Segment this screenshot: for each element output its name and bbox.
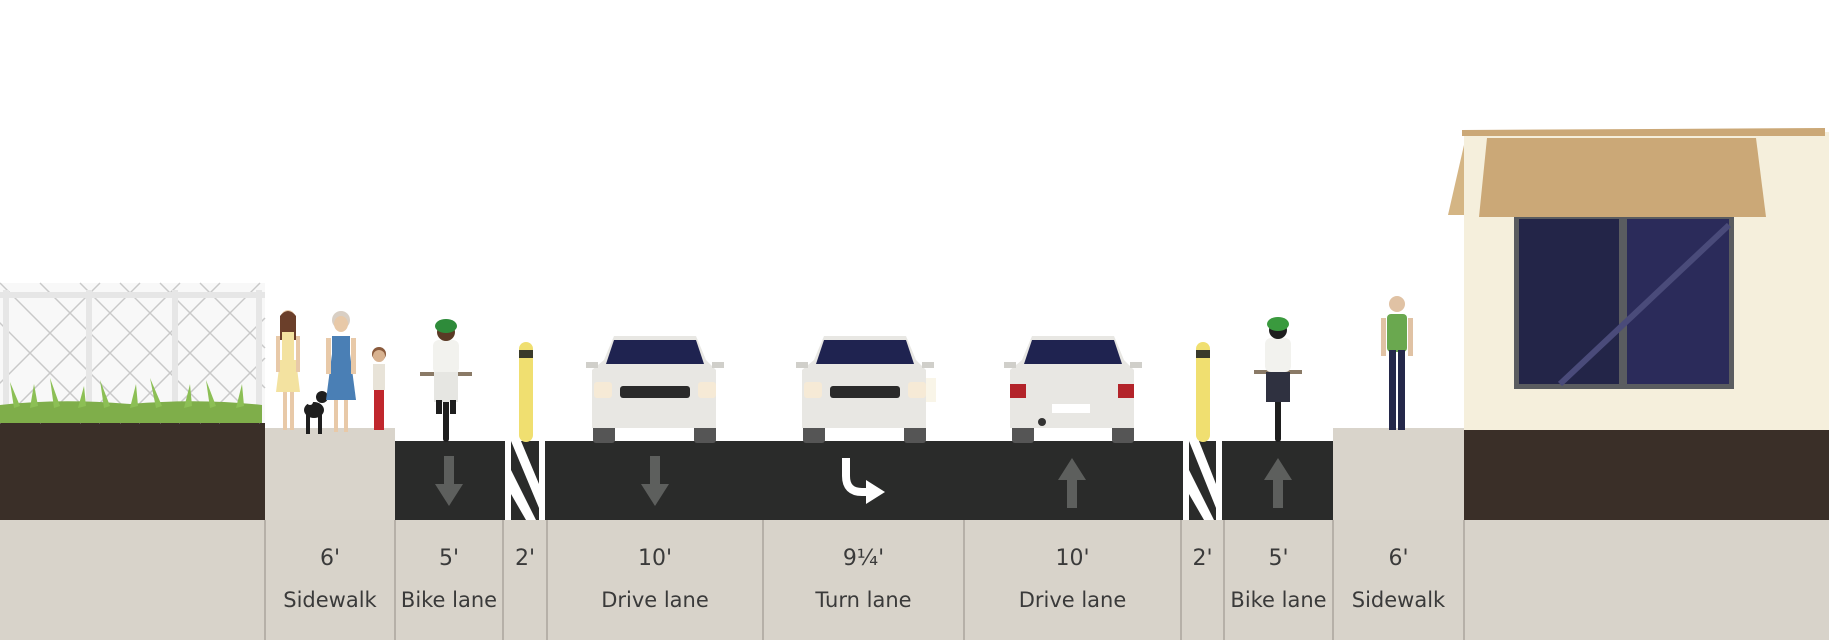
segment-labels: 6' Sidewalk 5' Bike lane 2' 10' Drive la…	[0, 520, 1829, 640]
left-buffer-stripes	[503, 441, 547, 520]
left-soil	[0, 423, 265, 520]
car-turn-lane	[796, 336, 936, 443]
segment-name: Sidewalk	[283, 588, 377, 612]
pedestrian-woman	[276, 310, 300, 430]
dog	[304, 391, 328, 434]
segment-label-right-buffer: 2'	[1181, 520, 1224, 640]
segment-label-left-drive-lane: 10' Drive lane	[547, 520, 763, 640]
left-sidewalk-surface	[265, 428, 395, 520]
segment-label-right-sidewalk: 6' Sidewalk	[1333, 520, 1464, 640]
right-sidewalk-surface	[1333, 428, 1464, 520]
down-arrow-icon	[641, 456, 669, 506]
segment-name: Bike lane	[1230, 588, 1327, 612]
segment-width: 10'	[1055, 546, 1090, 571]
segment-label-right-bike-lane: 5' Bike lane	[1224, 520, 1333, 640]
segment-name: Sidewalk	[1351, 588, 1446, 612]
pedestrian-man	[1381, 296, 1413, 430]
segment-name: Drive lane	[1018, 588, 1127, 612]
segment-label-turn-lane: 9¼' Turn lane	[763, 520, 964, 640]
building	[1448, 128, 1829, 520]
turn-right-arrow-icon	[842, 458, 885, 504]
right-buffer-stripes	[1181, 441, 1224, 520]
pedestrian-older-woman	[326, 311, 356, 432]
segment-dividers	[264, 520, 1465, 640]
ground-band	[0, 520, 1829, 640]
garden-plants	[0, 378, 262, 423]
cyclist-left	[420, 319, 472, 442]
segment-width: 5'	[1268, 546, 1289, 571]
segment-width: 6'	[319, 546, 341, 571]
car-right-drive-lane	[1004, 336, 1142, 443]
asphalt	[395, 441, 1333, 520]
car-left-drive-lane	[586, 336, 724, 443]
segment-label-left-sidewalk: 6' Sidewalk	[265, 520, 395, 640]
bollard-left	[519, 342, 533, 442]
segment-name: Drive lane	[601, 588, 709, 612]
cyclist-right	[1254, 317, 1302, 442]
segment-width: 2'	[1192, 546, 1213, 571]
up-arrow-icon	[1058, 458, 1086, 508]
segment-label-left-bike-lane: 5' Bike lane	[395, 520, 503, 640]
segment-width: 5'	[438, 546, 460, 571]
chain-link-fence	[0, 282, 266, 424]
segment-width: 9¼'	[842, 546, 885, 571]
segment-width: 6'	[1388, 546, 1409, 571]
segment-name: Bike lane	[400, 588, 498, 612]
segment-label-right-drive-lane: 10' Drive lane	[964, 520, 1181, 640]
segment-width: 2'	[514, 546, 536, 571]
up-arrow-icon	[1264, 458, 1292, 508]
segment-label-left-buffer: 2'	[503, 520, 547, 640]
down-arrow-icon	[435, 456, 463, 506]
segment-name: Turn lane	[815, 588, 912, 612]
bollard-right	[1196, 342, 1210, 442]
segment-width: 10'	[637, 546, 673, 571]
pedestrian-child	[372, 347, 386, 430]
